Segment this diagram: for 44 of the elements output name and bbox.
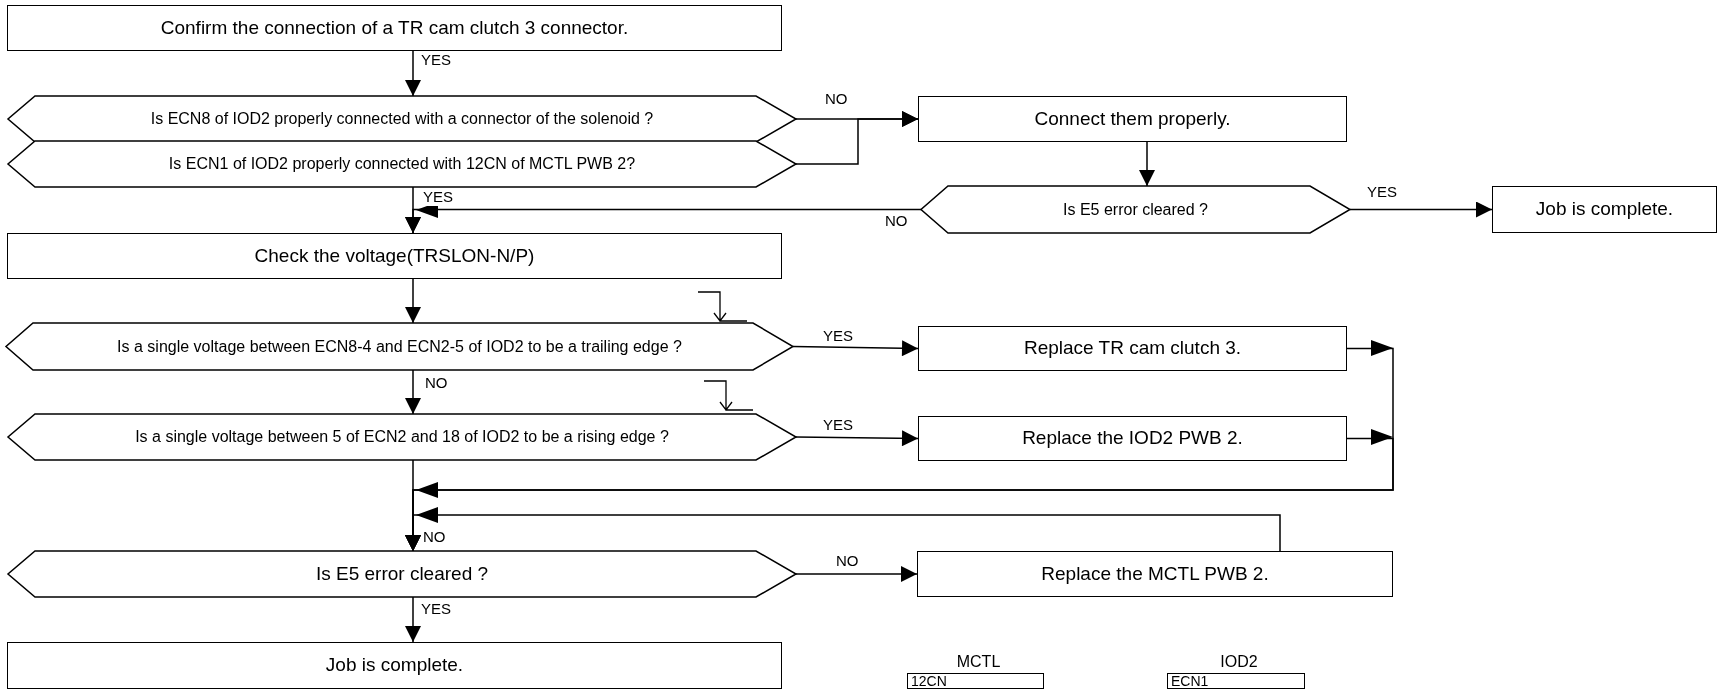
decision-shape <box>6 323 793 370</box>
arrow <box>405 369 421 415</box>
process-box <box>917 551 1393 597</box>
process-box <box>918 96 1347 142</box>
arrow <box>795 111 919 165</box>
process-box <box>7 5 782 51</box>
arrow <box>405 507 1281 552</box>
board-label: IOD2 <box>1219 653 1259 671</box>
process-box <box>1492 186 1717 233</box>
arrow <box>795 430 919 447</box>
step-text: Replace TR cam clutch 3. <box>1023 338 1242 359</box>
process-box <box>918 416 1347 461</box>
step-text: Is E5 error cleared ? <box>315 563 489 585</box>
step-text: Is a single voltage between 5 of ECN2 and 18 of IOD2 to be a rising edge ? <box>135 428 669 446</box>
arrow <box>405 50 421 97</box>
step-text: Is ECN1 of IOD2 properly connected with 12CN of MCTL PWB 2? <box>168 155 636 173</box>
process-box <box>918 326 1347 371</box>
decision-shape <box>921 186 1350 233</box>
step-text: Is a single voltage between ECN8-4 and ECN2-5 of IOD2 to be a trailing edge ? <box>117 337 682 356</box>
decision-shape <box>8 96 796 142</box>
step-text: Job is complete. <box>325 655 464 676</box>
board-label: MCTL <box>955 653 1002 671</box>
connector-label: 12CN <box>910 674 947 689</box>
step-text: Replace the IOD2 PWB 2. <box>1022 428 1243 449</box>
step-text: Connect them properly. <box>1034 108 1231 130</box>
edge-label: YES <box>422 189 454 206</box>
arrow <box>1139 141 1155 187</box>
process-box <box>7 233 782 279</box>
arrow <box>1349 201 1493 218</box>
arrow <box>795 566 918 582</box>
step-text: Check the voltage(TRSLON-N/P) <box>254 245 535 267</box>
step-text: Is E5 error cleared ? <box>1063 200 1208 219</box>
step-text: Is ECN8 of IOD2 properly connected with a connector of the solenoid ? <box>150 110 654 128</box>
decision-shape <box>8 141 796 187</box>
step-text: Job is complete. <box>1535 199 1674 220</box>
connector-label: ECN1 <box>1170 674 1209 689</box>
process-box <box>7 642 782 689</box>
step-text: Replace the MCTL PWB 2. <box>1041 563 1269 585</box>
step-text: Confirm the connection of a TR cam clutch 3 connector. <box>160 17 629 39</box>
arrow <box>405 596 421 643</box>
decision-shape <box>8 551 796 597</box>
decision-shape <box>8 414 796 460</box>
arrow <box>405 278 421 324</box>
arrow <box>792 340 919 357</box>
